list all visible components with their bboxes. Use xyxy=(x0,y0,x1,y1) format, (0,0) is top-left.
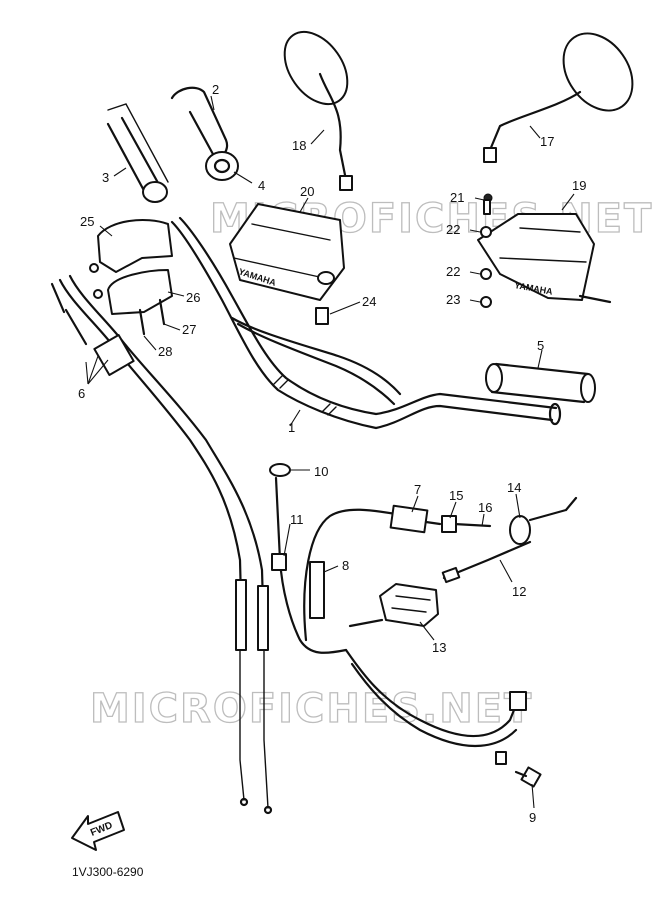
throttle-housing xyxy=(89,219,173,336)
callout-15: 15 xyxy=(449,488,463,503)
callout-18: 18 xyxy=(292,138,306,153)
callout-10: 10 xyxy=(314,464,328,479)
callout-14: 14 xyxy=(507,480,521,495)
callout-13: 13 xyxy=(432,640,446,655)
grip-2 xyxy=(170,86,239,181)
callout-3: 3 xyxy=(102,170,109,185)
callout-19: 19 xyxy=(572,178,586,193)
callout-2: 2 xyxy=(212,82,219,97)
callout-23: 23 xyxy=(446,292,460,307)
handguard-left: YAMAHA xyxy=(229,203,345,325)
throttle-cables xyxy=(50,274,273,815)
callout-25: 25 xyxy=(80,214,94,229)
throttle-grip xyxy=(106,103,169,203)
fwd-arrow: FWD xyxy=(71,811,125,851)
callout-16: 16 xyxy=(478,500,492,515)
callout-4: 4 xyxy=(258,178,265,193)
callout-22a: 22 xyxy=(446,222,460,237)
callout-20: 20 xyxy=(300,184,314,199)
diagram-code: 1VJ300-6290 xyxy=(72,865,144,879)
callout-21: 21 xyxy=(450,190,464,205)
callout-1: 1 xyxy=(288,420,295,435)
callout-8: 8 xyxy=(342,558,349,573)
callout-24: 24 xyxy=(362,294,376,309)
handlebar xyxy=(170,216,562,430)
mirror-right xyxy=(483,32,634,163)
callout-28: 28 xyxy=(158,344,172,359)
callout-22b: 22 xyxy=(446,264,460,279)
leader-lines xyxy=(85,95,575,809)
callout-11: 11 xyxy=(290,512,304,527)
switch-13 xyxy=(348,583,439,628)
callout-6: 6 xyxy=(78,386,85,401)
callout-5: 5 xyxy=(537,338,544,353)
cable-10 xyxy=(269,463,348,654)
callout-7: 7 xyxy=(414,482,421,497)
cable-12 xyxy=(441,540,532,584)
callout-12: 12 xyxy=(512,584,526,599)
callouts: 1 2 3 4 5 6 7 8 9 10 11 12 13 14 15 16 1… xyxy=(78,82,586,825)
bolt-9 xyxy=(514,766,542,788)
grip-right xyxy=(485,362,596,404)
callout-27: 27 xyxy=(182,322,196,337)
callout-26: 26 xyxy=(186,290,200,305)
watermark-bottom: MICROFICHES.NET xyxy=(90,686,533,732)
mirror-left xyxy=(283,30,353,191)
callout-9: 9 xyxy=(529,810,536,825)
callout-17: 17 xyxy=(540,134,554,149)
clutch-cable xyxy=(303,496,578,765)
